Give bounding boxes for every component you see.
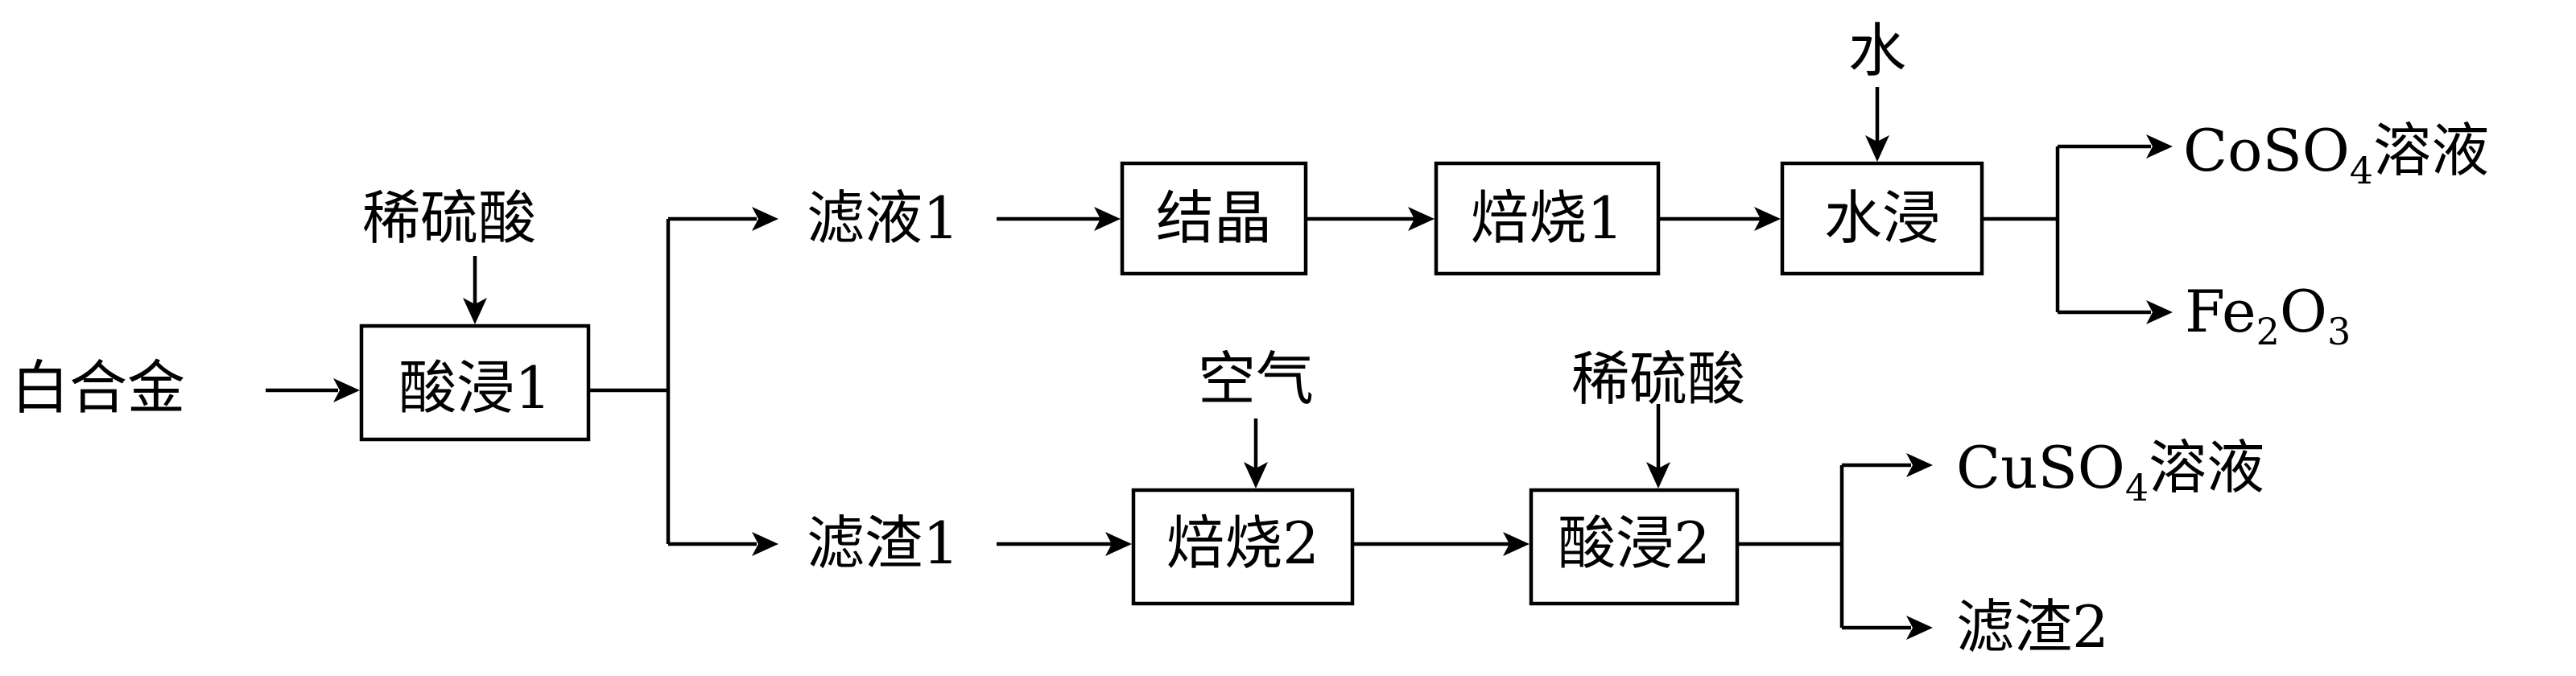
step-label-acid-leach-2: 酸浸2: [1558, 509, 1711, 577]
step-label-roast-1: 焙烧1: [1471, 184, 1624, 252]
reagent-water: 水: [1848, 17, 1906, 84]
step-label-roast-2: 焙烧2: [1166, 509, 1319, 577]
reagent-dilute-sulfuric-acid-2: 稀硫酸: [1571, 345, 1745, 413]
intermediate-filtrate-1: 滤液1: [807, 184, 960, 252]
product-cuso4-solution: CuSO4溶液: [1956, 434, 2264, 509]
product-coso4-solution: CoSO4溶液: [2183, 117, 2489, 192]
intermediate-residue-1: 滤渣1: [807, 509, 960, 577]
step-box-roast-1: [1434, 161, 1661, 276]
reagent-air: 空气: [1198, 345, 1314, 413]
step-label-crystallize: 结晶: [1156, 184, 1272, 252]
product-residue-2: 滤渣2: [1956, 593, 2109, 661]
product-fe2o3: Fe2O3: [2185, 278, 2351, 353]
step-box-crystallize: [1120, 161, 1308, 276]
reagent-dilute-sulfuric-acid-1: 稀硫酸: [362, 184, 536, 252]
step-box-acid-leach-2: [1529, 488, 1740, 606]
step-label-acid-leach-1: 酸浸1: [398, 354, 551, 422]
step-label-water-leach: 水浸: [1824, 184, 1940, 252]
input-white-alloy: 白合金: [11, 354, 185, 422]
step-box-acid-leach-1: [359, 324, 591, 442]
flow-lines: [266, 87, 2151, 630]
step-box-roast-2: [1131, 488, 1355, 606]
arrowheads: [333, 134, 2173, 640]
